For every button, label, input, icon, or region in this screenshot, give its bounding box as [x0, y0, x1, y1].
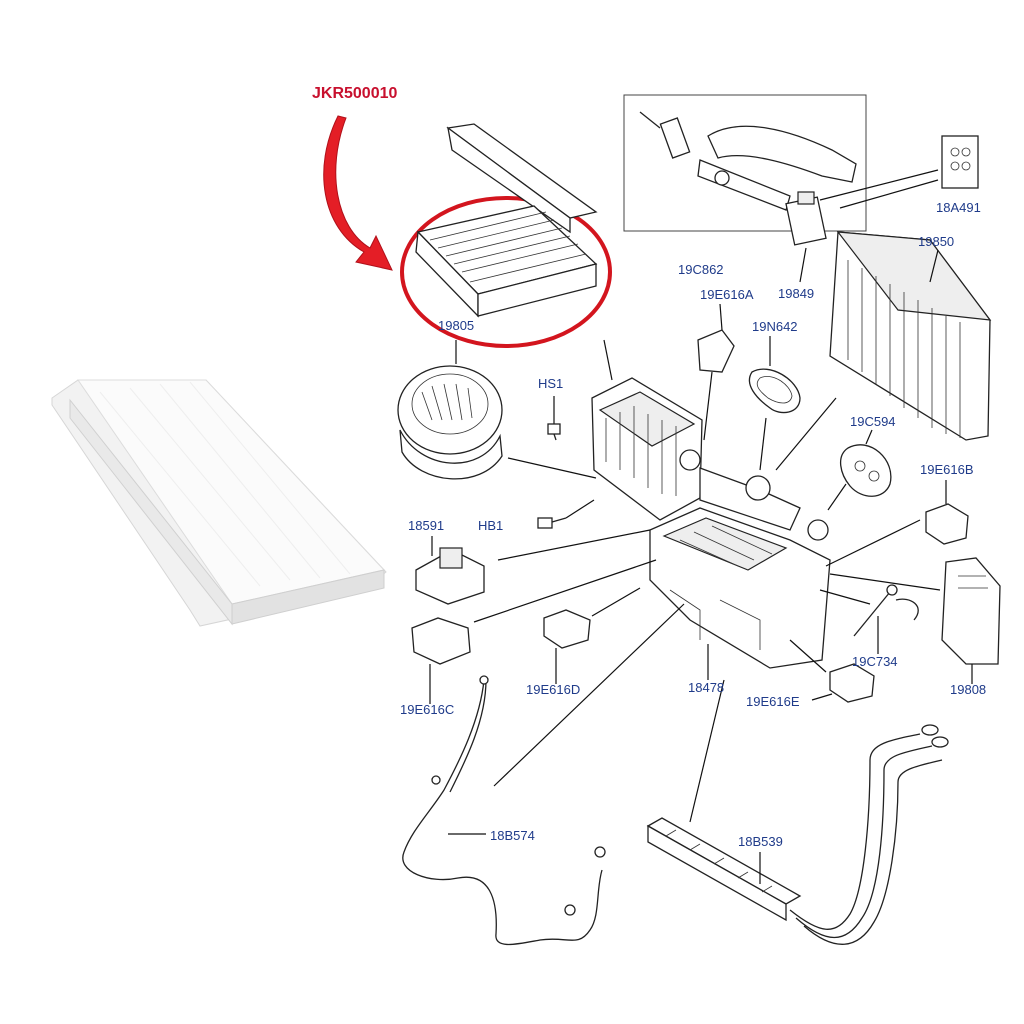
- heater-core: [646, 679, 949, 945]
- expansion-valve: [785, 191, 827, 283]
- blower-motor: [397, 340, 503, 480]
- seal-19n642: [748, 336, 801, 471]
- label-19c734: 19C734: [852, 654, 898, 669]
- label-19c862: 19C862: [678, 262, 724, 277]
- callout-part-number: JKR500010: [312, 85, 398, 102]
- label-18591: 18591: [408, 518, 444, 533]
- bolt-hb1: [537, 499, 595, 529]
- seal-pack: [819, 135, 979, 209]
- control-module: [829, 557, 1001, 684]
- callout-circle: [400, 196, 612, 348]
- label-hb1: HB1: [478, 518, 503, 533]
- filter-part: [415, 123, 598, 318]
- part-number-callout: JKR500010: [312, 85, 612, 348]
- pipe-inset-box: [623, 94, 867, 232]
- callout-arrow: [323, 115, 393, 271]
- seal-19c594: [775, 397, 892, 511]
- actuator-c: [411, 559, 657, 704]
- label-19850: 19850: [918, 234, 954, 249]
- part-labels: 18A491 19C862 19849 19850 19E616A 19805 …: [400, 200, 986, 849]
- temperature-sensor: [819, 584, 919, 654]
- label-18a491: 18A491: [936, 200, 981, 215]
- actuator-a: [697, 303, 735, 441]
- label-hs1: HS1: [538, 376, 563, 391]
- label-18b539: 18B539: [738, 834, 783, 849]
- upper-housing: [591, 339, 703, 521]
- label-18478: 18478: [688, 680, 724, 695]
- label-19849: 19849: [778, 286, 814, 301]
- label-19n642: 19N642: [752, 319, 798, 334]
- actuator-e: [789, 639, 875, 703]
- label-19e616d: 19E616D: [526, 682, 580, 697]
- label-19805: 19805: [438, 318, 474, 333]
- main-housing: [649, 467, 831, 669]
- cabin-filter-photo: [51, 379, 387, 627]
- actuator-d: [543, 587, 641, 684]
- evaporator-core: [829, 231, 992, 441]
- wiring-harness: [402, 675, 606, 946]
- label-19c594: 19C594: [850, 414, 896, 429]
- screw-hs1: [507, 396, 597, 479]
- leader-18478: [493, 603, 709, 787]
- label-19e616a: 19E616A: [700, 287, 754, 302]
- actuator-b: [825, 480, 969, 567]
- label-18b574: 18B574: [490, 828, 535, 843]
- blower-resistor: [415, 529, 651, 605]
- label-19808: 19808: [950, 682, 986, 697]
- label-19e616c: 19E616C: [400, 702, 454, 717]
- label-19e616e: 19E616E: [746, 694, 800, 709]
- label-19e616b: 19E616B: [920, 462, 974, 477]
